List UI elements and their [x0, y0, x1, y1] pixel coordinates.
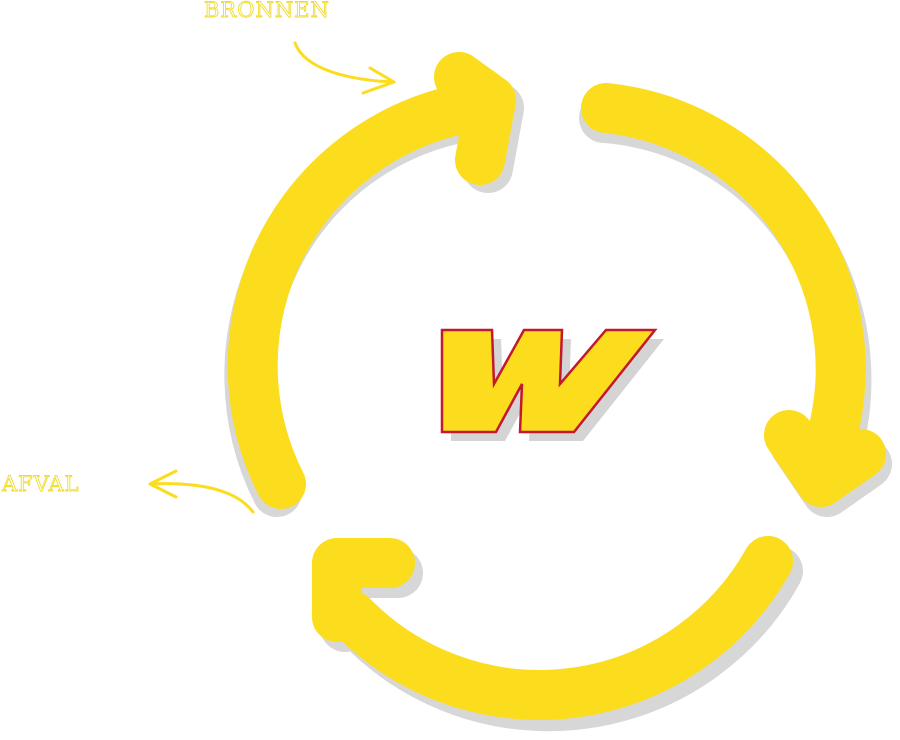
cycle-arrow-left-head	[434, 52, 516, 185]
sources-pointer-arrow-head	[361, 66, 396, 95]
sources-label: BRONNEN	[204, 0, 330, 22]
cycle-arrows	[227, 52, 886, 720]
w-logo-letter	[440, 328, 658, 434]
waste-pointer-arrow	[148, 482, 255, 514]
cycle-arrow-right-head	[764, 410, 886, 507]
cycle-arrow-right	[581, 83, 866, 480]
waste-pointer-arrow-head	[148, 469, 178, 499]
w-logo-text: W	[0, 0, 1, 1]
sources-pointer-arrow	[293, 41, 395, 84]
w-logo: W	[0, 0, 664, 441]
cycle-arrow-bottom	[327, 536, 793, 720]
cycle-arrow-bottom-head	[312, 538, 415, 642]
cycle-arrow-left	[227, 81, 504, 509]
waste-label: AFVAL	[2, 472, 80, 497]
